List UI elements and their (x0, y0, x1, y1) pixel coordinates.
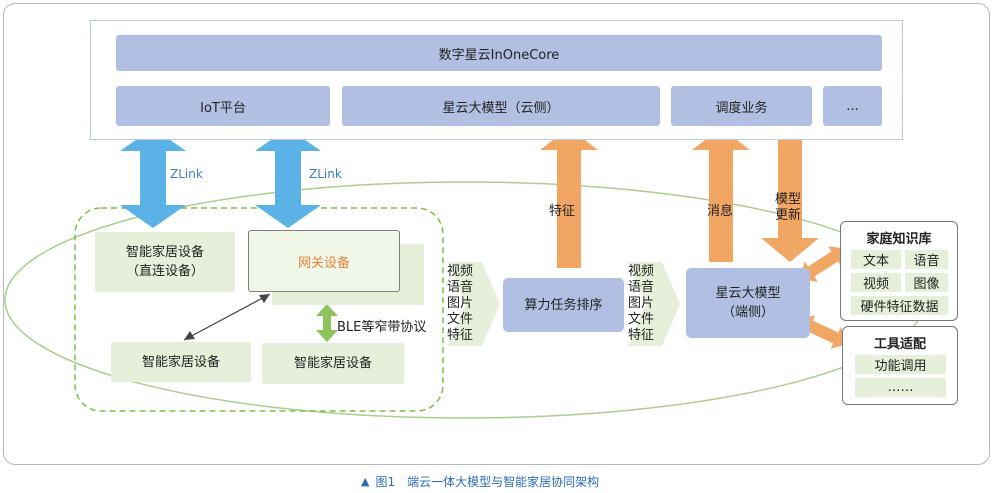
module-more: ... (823, 86, 882, 126)
caption-figure-number: 图1 (375, 475, 396, 489)
ble-arrow (316, 304, 338, 342)
input-video: 视频 (447, 264, 474, 279)
device-link-head-b (184, 331, 195, 340)
zlink-arrow-right (255, 128, 321, 228)
input-image: 图片 (447, 296, 474, 311)
input-chevron-right (628, 262, 680, 346)
input-chevron-left (448, 262, 500, 346)
gateway-device: 网关设备 (248, 230, 400, 292)
input-file: 文件 (628, 312, 655, 327)
module-scheduling: 调度业务 (671, 86, 812, 126)
home-device-region (74, 207, 444, 412)
kb-image: 图像 (905, 273, 948, 292)
edge-model: 星云大模型 （端侧） (686, 268, 810, 338)
tools-panel: 工具适配 功能调用 …… (842, 326, 958, 405)
tool-more: …… (855, 378, 946, 397)
caption-triangle-icon: ▲ (361, 475, 370, 488)
input-list-left: 视频 语音 图片 文件 特征 (447, 264, 473, 344)
feature-label: 特征 (549, 204, 576, 219)
input-file: 文件 (447, 312, 474, 327)
knowledge-double-arrow (799, 246, 847, 282)
input-feature: 特征 (447, 328, 474, 343)
zlink-label-left: ZLink (170, 167, 203, 181)
kb-video: 视频 (851, 273, 901, 292)
direct-device: 智能家居设备 （直连设备） (95, 232, 235, 292)
device-link-line (183, 293, 271, 341)
device-link-head-a (259, 294, 270, 303)
knowledge-base-panel: 家庭知识库 文本 语音 视频 图像 硬件特征数据 (840, 221, 958, 321)
tools-double-arrow (797, 315, 849, 349)
model-update-label: 模型 更新 (775, 192, 802, 223)
kb-hardware-feature: 硬件特征数据 (851, 296, 948, 315)
message-label: 消息 (707, 204, 734, 219)
model-update-down-arrow (761, 128, 819, 262)
tool-function-call: 功能调用 (855, 355, 946, 374)
input-voice: 语音 (628, 280, 655, 295)
zlink-arrow-left (120, 128, 186, 228)
compute-task-scheduler: 算力任务排序 (503, 278, 624, 332)
figure-caption: ▲ 图1 端云一体大模型与智能家居协同架构 (361, 473, 599, 490)
input-video: 视频 (628, 264, 655, 279)
input-feature: 特征 (628, 328, 655, 343)
ble-label: BLE等窄带协议 (337, 320, 427, 335)
tools-title: 工具适配 (873, 337, 926, 352)
kb-text: 文本 (851, 250, 901, 269)
smart-device-a: 智能家居设备 (111, 342, 251, 382)
kb-voice: 语音 (905, 250, 948, 269)
knowledge-base-title: 家庭知识库 (866, 232, 932, 247)
zlink-label-right: ZLink (309, 167, 342, 181)
input-image: 图片 (628, 296, 655, 311)
input-voice: 语音 (447, 280, 474, 295)
message-up-arrow (692, 128, 750, 262)
module-cloud-model: 星云大模型（云侧） (342, 86, 660, 126)
module-iot-platform: IoT平台 (116, 86, 330, 126)
smart-device-b: 智能家居设备 (262, 343, 404, 384)
input-list-right: 视频 语音 图片 文件 特征 (628, 264, 654, 344)
caption-text: 端云一体大模型与智能家居协同架构 (407, 475, 600, 489)
top-bar: 数字星云InOneCore (116, 35, 882, 71)
feature-up-arrow (540, 128, 598, 268)
